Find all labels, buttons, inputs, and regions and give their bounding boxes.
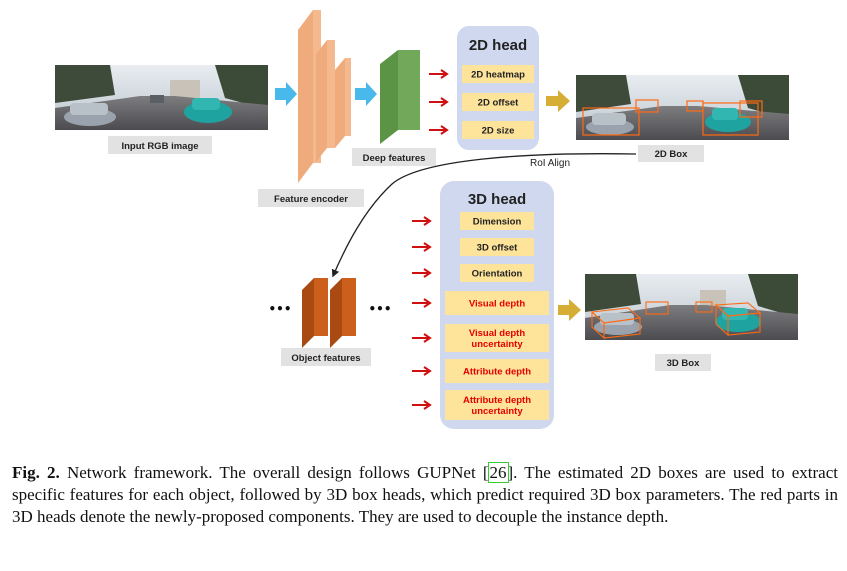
ellipsis-left: ••• [268, 302, 291, 316]
red-arrow [412, 333, 432, 343]
head-3d-item: Visual depth [445, 291, 549, 315]
box-3d-label: 3D Box [655, 354, 711, 371]
feature-encoder-label: Feature encoder [258, 189, 364, 207]
svg-text:3D offset: 3D offset [477, 243, 518, 254]
flow-arrow-blue-1 [275, 82, 297, 106]
input-image [55, 65, 268, 130]
head-3d-item: Orientation [460, 264, 534, 282]
arrows-to-2d-head [429, 69, 449, 135]
caption-prefix: Fig. 2. [12, 463, 60, 482]
svg-text:Visual depth: Visual depth [469, 299, 526, 310]
svg-text:Attribute depth: Attribute depth [463, 367, 531, 378]
caption-before-cite: Network framework. The overall design fo… [59, 463, 489, 482]
head-3d-item: Dimension [460, 212, 534, 230]
svg-text:Deep features: Deep features [363, 153, 426, 164]
red-arrow [412, 400, 432, 410]
red-arrow [412, 366, 432, 376]
svg-text:Visual depth: Visual depth [469, 328, 526, 339]
arrows-to-3d-head [412, 216, 432, 410]
red-arrow [412, 216, 432, 226]
head-2d-title: 2D head [469, 37, 527, 54]
head-3d-item: Attribute depth [445, 359, 549, 383]
head-2d-item: 2D heatmap [462, 65, 534, 83]
svg-text:Object features: Object features [291, 353, 360, 364]
svg-text:Feature encoder: Feature encoder [274, 194, 348, 205]
head-2d-item: 2D offset [462, 93, 534, 111]
deep-features-label: Deep features [352, 148, 436, 166]
svg-text:Orientation: Orientation [472, 269, 523, 280]
svg-text:Dimension: Dimension [473, 217, 522, 228]
object-features-label: Object features [281, 348, 371, 366]
red-arrow [412, 242, 432, 252]
feature-encoder-block [298, 10, 351, 183]
svg-text:2D offset: 2D offset [478, 98, 519, 109]
box-2d-label: 2D Box [638, 145, 704, 162]
caption-citation-link[interactable]: 26 [487, 462, 509, 483]
roi-align-label: RoI Align [530, 158, 570, 169]
input-image-label: Input RGB image [108, 136, 212, 154]
ellipsis-right: ••• [368, 302, 391, 316]
head-2d-panel: 2D head 2D heatmap 2D offset 2D size [457, 26, 539, 150]
svg-text:uncertainty: uncertainty [471, 406, 523, 417]
svg-text:2D size: 2D size [482, 126, 515, 137]
deep-features-block [380, 50, 420, 144]
head-2d-item: 2D size [462, 121, 534, 139]
svg-text:uncertainty: uncertainty [471, 339, 523, 350]
output-image-3d-box [585, 274, 798, 340]
svg-text:Attribute depth: Attribute depth [463, 395, 531, 406]
figure-caption: Fig. 2. Network framework. The overall d… [12, 462, 838, 528]
head-3d-title: 3D head [468, 191, 526, 208]
head-3d-panel: 3D head Dimension 3D offsetOrientationVis… [440, 181, 554, 429]
head-3d-item: 3D offset [460, 238, 534, 256]
svg-text:2D Box: 2D Box [655, 149, 688, 160]
caption-after-cite: ]. The estimated 2D boxes are used to ex… [12, 463, 838, 526]
network-diagram: Input RGB image Feature encoder Deep fea… [55, 10, 798, 429]
flow-arrow-blue-2 [355, 82, 377, 106]
svg-text:Input RGB image: Input RGB image [121, 141, 198, 152]
flow-arrow-gold-3d [558, 299, 581, 321]
flow-arrow-gold-2d [546, 90, 570, 112]
svg-text:2D heatmap: 2D heatmap [471, 70, 525, 81]
red-arrow [412, 268, 432, 278]
object-features-block [302, 278, 356, 348]
red-arrow [412, 298, 432, 308]
svg-text:3D Box: 3D Box [667, 358, 700, 369]
output-image-2d-box [576, 75, 789, 140]
roi-align-arrow [331, 153, 637, 278]
